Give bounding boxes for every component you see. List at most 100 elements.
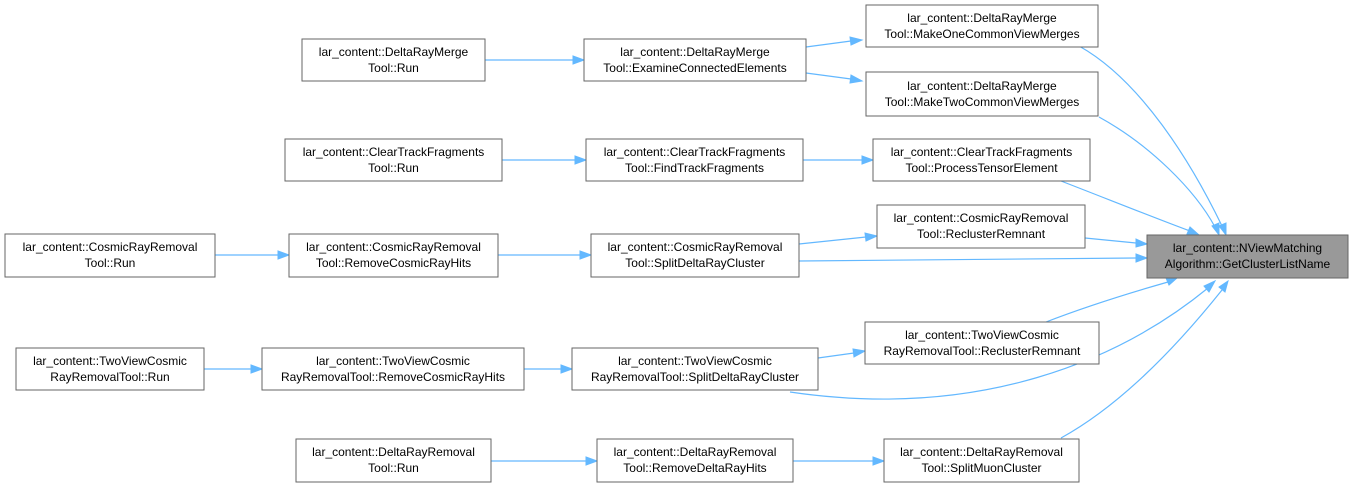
arrowhead: [574, 155, 588, 165]
arrowhead: [1165, 277, 1179, 286]
node-label-line1: lar_content::DeltaRayMerge: [907, 11, 1057, 25]
node-label-line1: lar_content::DeltaRayRemoval: [900, 445, 1063, 459]
node-two-view-cosmic-recluster[interactable]: lar_content::TwoViewCosmic RayRemovalToo…: [864, 321, 1100, 365]
node-delta-ray-merge-one-common[interactable]: lar_content::DeltaRayMerge Tool::MakeOne…: [865, 4, 1099, 48]
edge-tvc-recluster-to-target: [1045, 281, 1169, 323]
node-label-line2: Algorithm::GetClusterListName: [1165, 257, 1331, 271]
node-label-line2: RayRemovalTool::Run: [50, 370, 169, 384]
node-delta-ray-removal-split-muon[interactable]: lar_content::DeltaRayRemoval Tool::Split…: [883, 438, 1080, 483]
node-box: [883, 438, 1080, 483]
node-box: [596, 438, 794, 483]
arrowhead: [864, 232, 879, 242]
arrowhead: [1203, 279, 1217, 293]
node-label-line2: Tool::MakeOneCommonViewMerges: [884, 27, 1079, 41]
node-label-line2: Tool::Run: [85, 256, 136, 270]
edge-examine-to-two-common: [805, 72, 852, 80]
arrowhead: [852, 348, 867, 358]
node-label-line2: RayRemovalTool::SplitDeltaRayCluster: [591, 370, 799, 384]
node-box: [583, 38, 807, 82]
arrowhead: [861, 155, 875, 165]
edge-crr-split-to-target: [798, 257, 1137, 262]
node-nview-matching-get-cluster-list-name[interactable]: lar_content::NViewMatching Algorithm::Ge…: [1146, 234, 1349, 279]
arrowhead: [1135, 253, 1149, 263]
node-label-line1: lar_content::DeltaRayMerge: [319, 45, 469, 59]
node-label-line1: lar_content::DeltaRayMerge: [620, 45, 770, 59]
node-cosmic-ray-removal-run[interactable]: lar_content::CosmicRayRemoval Tool::Run: [4, 233, 216, 278]
node-label-line2: Tool::SplitDeltaRayCluster: [625, 256, 764, 270]
nodes: lar_content::DeltaRayMerge Tool::Run lar…: [4, 4, 1349, 483]
node-box: [865, 4, 1099, 48]
node-label-line2: Tool::SplitMuonCluster: [921, 461, 1041, 475]
node-box: [864, 321, 1100, 365]
node-label-line1: lar_content::TwoViewCosmic: [618, 354, 772, 368]
node-clear-track-fragments-find[interactable]: lar_content::ClearTrackFragments Tool::F…: [585, 138, 804, 182]
node-box: [301, 38, 486, 82]
node-cosmic-ray-removal-recluster[interactable]: lar_content::CosmicRayRemoval Tool::Recl…: [876, 204, 1086, 249]
node-label-line2: Tool::Run: [368, 161, 419, 175]
node-label-line1: lar_content::DeltaRayMerge: [907, 79, 1057, 93]
edge-one-common-to-target: [1078, 45, 1223, 227]
node-delta-ray-merge-two-common[interactable]: lar_content::DeltaRayMerge Tool::MakeTwo…: [865, 71, 1099, 117]
node-box: [295, 438, 492, 483]
node-label-line2: RayRemovalTool::RemoveCosmicRayHits: [281, 370, 505, 384]
node-box: [876, 204, 1086, 249]
arrowhead: [872, 456, 886, 466]
node-delta-ray-merge-examine-connected[interactable]: lar_content::DeltaRayMerge Tool::Examine…: [583, 38, 807, 82]
node-label-line1: lar_content::ClearTrackFragments: [891, 145, 1073, 159]
node-label-line2: Tool::ExamineConnectedElements: [603, 61, 786, 75]
node-delta-ray-removal-remove-hits[interactable]: lar_content::DeltaRayRemoval Tool::Remov…: [596, 438, 794, 483]
edge-muon-split-to-target: [1060, 289, 1223, 439]
node-label-line1: lar_content::TwoViewCosmic: [905, 328, 1059, 342]
arrowhead: [560, 364, 574, 374]
node-label-line2: Tool::Run: [368, 61, 419, 75]
node-box: [865, 71, 1099, 117]
node-delta-ray-removal-run[interactable]: lar_content::DeltaRayRemoval Tool::Run: [295, 438, 492, 483]
node-label-line1: lar_content::ClearTrackFragments: [303, 145, 485, 159]
edge-tvc-split-to-recluster: [817, 352, 855, 359]
arrowhead: [1218, 279, 1229, 293]
node-label-line2: Tool::Run: [368, 461, 419, 475]
node-two-view-cosmic-remove-hits[interactable]: lar_content::TwoViewCosmic RayRemovalToo…: [261, 347, 525, 391]
node-label-line2: Tool::MakeTwoCommonViewMerges: [885, 95, 1080, 109]
edge-process-tensor-to-target: [1060, 180, 1191, 232]
edge-examine-to-one-common: [805, 40, 852, 48]
node-clear-track-fragments-run[interactable]: lar_content::ClearTrackFragments Tool::R…: [284, 138, 503, 182]
node-two-view-cosmic-run[interactable]: lar_content::TwoViewCosmic RayRemovalToo…: [15, 347, 205, 391]
node-label-line2: Tool::ReclusterRemnant: [917, 227, 1046, 241]
node-box: [585, 138, 804, 182]
arrowhead: [1218, 222, 1227, 237]
node-label-line1: lar_content::DeltaRayRemoval: [312, 445, 475, 459]
node-label-line1: lar_content::DeltaRayRemoval: [614, 445, 777, 459]
arrowhead: [585, 456, 599, 466]
node-box: [261, 347, 525, 391]
node-label-line2: RayRemovalTool::ReclusterRemnant: [884, 344, 1081, 358]
arrowhead: [579, 250, 593, 260]
node-box-focus: [1146, 234, 1349, 279]
node-box: [15, 347, 205, 391]
node-label-line1: lar_content::CosmicRayRemoval: [306, 240, 481, 254]
node-box: [288, 233, 499, 278]
node-clear-track-fragments-process-tensor[interactable]: lar_content::ClearTrackFragments Tool::P…: [872, 138, 1091, 182]
node-two-view-cosmic-split-delta[interactable]: lar_content::TwoViewCosmic RayRemovalToo…: [571, 347, 819, 391]
edges: [204, 36, 1229, 466]
node-label-line1: lar_content::CosmicRayRemoval: [23, 240, 198, 254]
arrowhead: [849, 36, 864, 46]
node-box: [571, 347, 819, 391]
node-label-line2: Tool::RemoveCosmicRayHits: [316, 256, 471, 270]
arrowhead: [250, 364, 264, 374]
edge-two-common-to-target: [1098, 116, 1216, 228]
node-label-line1: lar_content::ClearTrackFragments: [604, 145, 786, 159]
node-box: [4, 233, 216, 278]
node-box: [872, 138, 1091, 182]
node-delta-ray-merge-run[interactable]: lar_content::DeltaRayMerge Tool::Run: [301, 38, 486, 82]
node-label-line2: Tool::RemoveDeltaRayHits: [623, 461, 766, 475]
arrowhead: [572, 55, 586, 65]
node-box: [590, 233, 800, 278]
node-label-line2: Tool::FindTrackFragments: [625, 161, 764, 175]
node-label-line1: lar_content::NViewMatching: [1173, 241, 1322, 255]
node-cosmic-ray-removal-remove-hits[interactable]: lar_content::CosmicRayRemoval Tool::Remo…: [288, 233, 499, 278]
arrowhead: [277, 250, 291, 260]
node-cosmic-ray-removal-split-delta[interactable]: lar_content::CosmicRayRemoval Tool::Spli…: [590, 233, 800, 278]
node-label-line2: Tool::ProcessTensorElement: [905, 161, 1058, 175]
